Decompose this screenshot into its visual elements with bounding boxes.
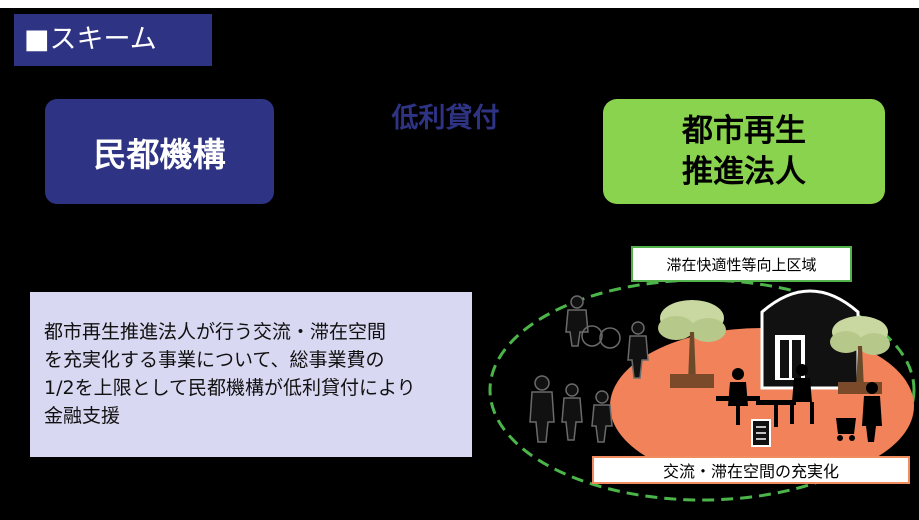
area-label-text: 滞在快適性等向上区域 — [666, 255, 817, 274]
cafe-tables-icon — [716, 364, 814, 427]
arrow-label: 低利貸付 — [391, 103, 500, 134]
bottom-label-text: 交流・滞在空間の充実化 — [662, 462, 839, 481]
pedestrians-icon — [529, 295, 649, 443]
tree-left-icon — [658, 300, 726, 388]
bottom-label: 交流・滞在空間の充実化 — [592, 456, 910, 484]
building-icon — [760, 289, 860, 390]
lender-box: 民都機構 — [45, 99, 274, 204]
area-label: 滞在快適性等向上区域 — [631, 246, 852, 282]
description-line-1: 都市再生推進法人が行う交流・滞在空間 — [44, 321, 387, 343]
family-stroller-icon — [836, 382, 882, 442]
description-line-3: 1/2を上限として民都機構が低利貸付により — [44, 377, 416, 399]
description-line-2: を充実化する事業について、総事業費の — [44, 349, 385, 371]
borrower-line-2: 推進法人 — [682, 153, 806, 190]
description-box: 都市再生推進法人が行う交流・滞在空間 を充実化する事業について、総事業費の 1/… — [30, 292, 472, 457]
plaza-illustration — [488, 278, 916, 502]
borrower-line-1: 都市再生 — [682, 113, 806, 150]
tree-right-icon — [830, 316, 890, 394]
borrower-box: 都市再生 推進法人 — [603, 99, 885, 204]
lender-name: 民都機構 — [93, 134, 226, 174]
district-boundary — [488, 278, 916, 502]
menu-board-icon — [751, 419, 771, 447]
description-line-4: 金融支援 — [44, 405, 121, 427]
title-text: ■スキーム — [24, 24, 157, 55]
title-bar: ■スキーム — [14, 14, 212, 66]
